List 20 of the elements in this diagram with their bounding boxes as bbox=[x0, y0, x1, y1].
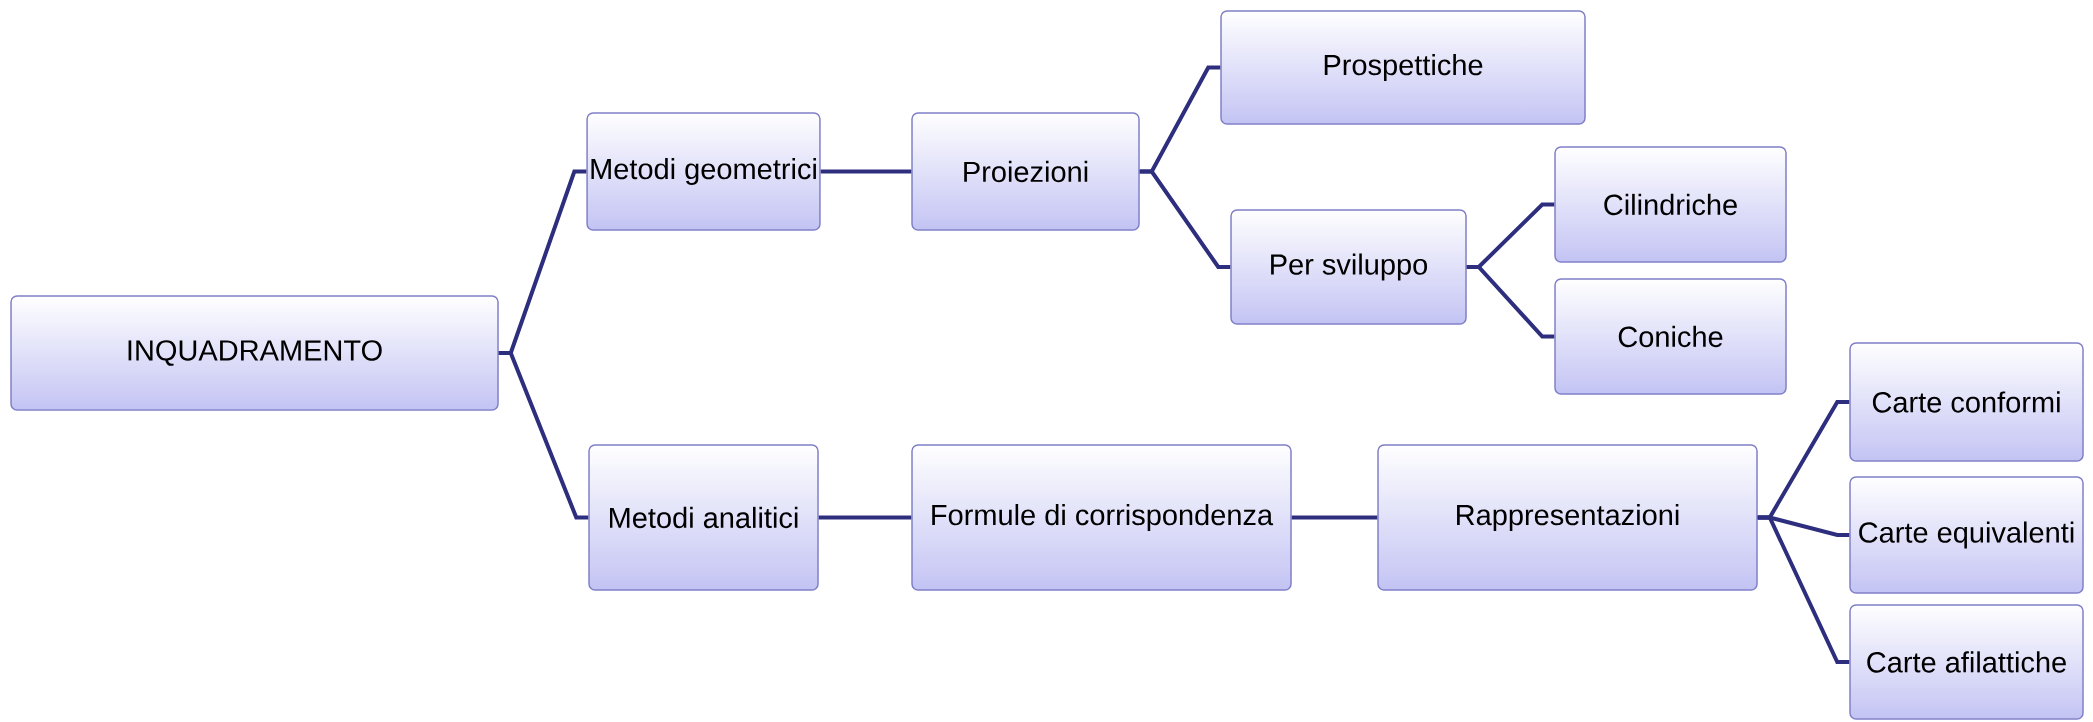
process-box: Rappresentazioni bbox=[1377, 444, 1758, 591]
connector-line bbox=[1757, 515, 1850, 664]
connector-line bbox=[498, 351, 589, 520]
process-box: Carte conformi bbox=[1849, 342, 2084, 462]
process-box: Cilindriche bbox=[1554, 146, 1787, 263]
connector-line bbox=[818, 515, 912, 520]
connector-line bbox=[1139, 169, 1231, 269]
process-box: INQUADRAMENTO bbox=[10, 295, 499, 411]
process-box: Carte equivalenti bbox=[1849, 476, 2084, 594]
process-box: Prospettiche bbox=[1220, 10, 1586, 125]
process-box: Formule di corrispondenza bbox=[911, 444, 1292, 591]
connector-line bbox=[1291, 515, 1378, 520]
connector-line bbox=[1466, 265, 1555, 339]
process-box: Carte afilattiche bbox=[1849, 604, 2084, 720]
process-box: Per sviluppo bbox=[1230, 209, 1467, 325]
connector-line bbox=[820, 169, 912, 174]
process-box: Coniche bbox=[1554, 278, 1787, 395]
process-box: Metodi analitici bbox=[588, 444, 819, 591]
process-box: Metodi geometrici bbox=[586, 112, 821, 231]
process-box: Proiezioni bbox=[911, 112, 1140, 231]
